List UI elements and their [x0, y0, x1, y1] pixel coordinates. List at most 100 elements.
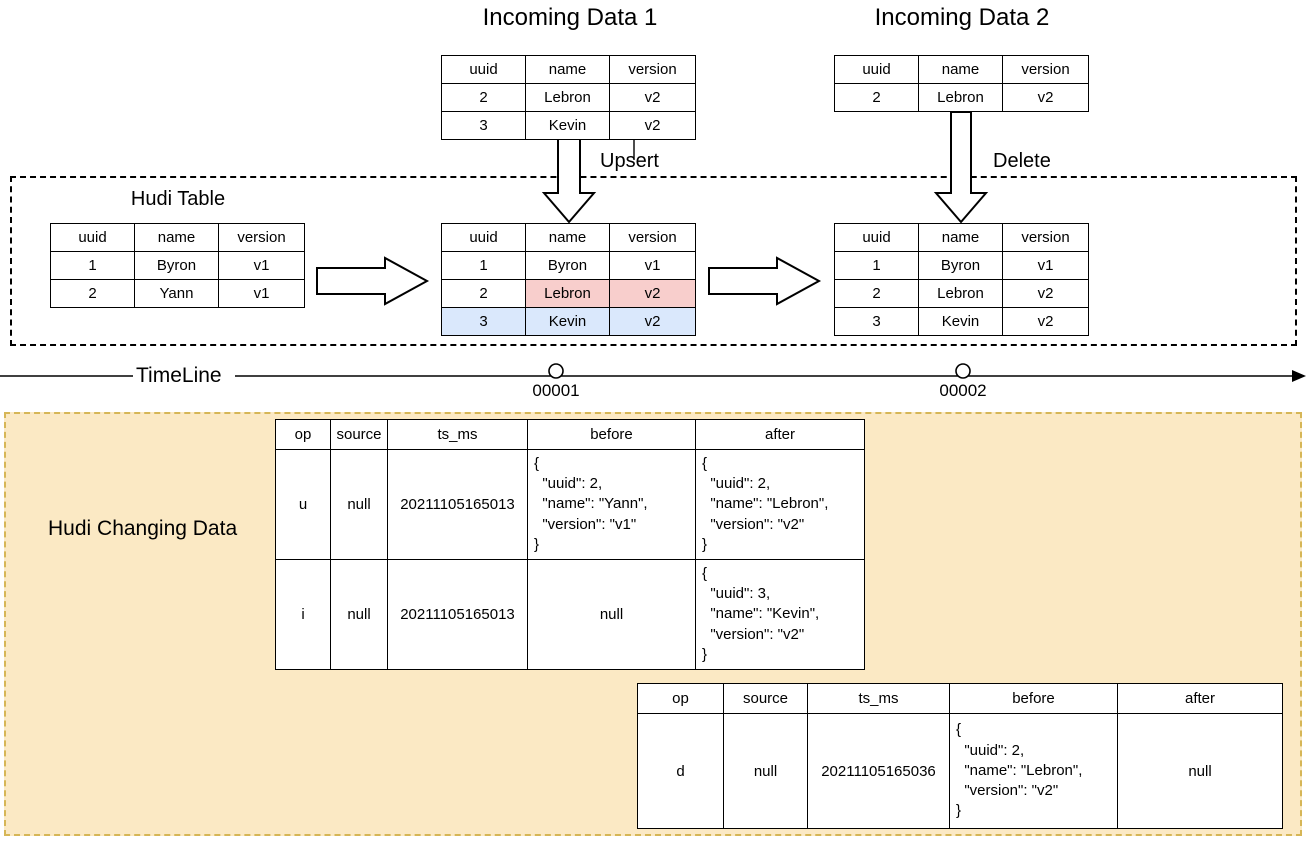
col-uuid: uuid — [441, 223, 526, 252]
cell-version: v1 — [1002, 251, 1089, 280]
cell-op: i — [275, 559, 331, 670]
cell-name: Kevin — [525, 307, 610, 336]
cell-source: null — [723, 713, 808, 829]
table-row-deleted: 2 Lebron v2 — [834, 279, 1089, 308]
cell-uuid: 3 — [441, 111, 526, 140]
cell-name: Kevin — [918, 307, 1003, 336]
hudi-table-initial: uuid name version 1 Byron v1 2 Yann v1 — [50, 223, 305, 308]
col-version: version — [1002, 55, 1089, 84]
table-row: 3 Kevin v2 — [441, 111, 696, 140]
col-ts-ms: ts_ms — [387, 419, 528, 450]
cell-version: v2 — [609, 111, 696, 140]
col-version: version — [609, 55, 696, 84]
table-row: d null 20211105165036 { "uuid": 2, "name… — [637, 713, 1283, 829]
cell-uuid: 2 — [441, 83, 526, 112]
col-version: version — [218, 223, 305, 252]
col-uuid: uuid — [441, 55, 526, 84]
delete-label: Delete — [993, 150, 1051, 172]
cell-version: v2 — [1002, 83, 1089, 112]
timeline-tick-label-00001: 00001 — [532, 381, 580, 400]
col-source: source — [723, 683, 808, 714]
col-ts-ms: ts_ms — [807, 683, 950, 714]
col-version: version — [1002, 223, 1089, 252]
cell-name: Byron — [918, 251, 1003, 280]
cell-name: Lebron — [918, 83, 1003, 112]
cell-version: v2 — [609, 83, 696, 112]
upsert-label: Upsert — [600, 150, 659, 172]
timeline-tick-label-00002: 00002 — [939, 381, 987, 400]
cell-name: Lebron — [525, 83, 610, 112]
cell-before: { "uuid": 2, "name": "Lebron", "version"… — [949, 713, 1118, 829]
cell-uuid: 3 — [441, 307, 526, 336]
incoming-data-1-table-wrap: uuid name version 2 Lebron v2 3 Kevin v2 — [441, 55, 696, 140]
cell-name: Lebron — [525, 279, 610, 308]
hudi-table-title: Hudi Table — [130, 188, 226, 210]
hudi-table-after-delete: uuid name version 1 Byron v1 2 Lebron v2… — [834, 223, 1089, 336]
col-op: op — [637, 683, 724, 714]
col-name: name — [918, 223, 1003, 252]
table-row: u null 20211105165013 { "uuid": 2, "name… — [275, 449, 865, 560]
col-uuid: uuid — [834, 55, 919, 84]
cell-version: v2 — [1002, 307, 1089, 336]
cell-source: null — [330, 559, 388, 670]
col-op: op — [275, 419, 331, 450]
cell-version: v2 — [609, 307, 696, 336]
col-uuid: uuid — [50, 223, 135, 252]
cell-after: { "uuid": 3, "name": "Kevin", "version":… — [695, 559, 865, 670]
cdc-table-1-wrap: op source ts_ms before after u null 2021… — [275, 419, 865, 670]
incoming-data-2-table: uuid name version 2 Lebron v2 — [834, 55, 1089, 112]
cell-uuid: 2 — [50, 279, 135, 308]
col-source: source — [330, 419, 388, 450]
col-version: version — [609, 223, 696, 252]
hudi-table-after-upsert: uuid name version 1 Byron v1 2 Lebron v2… — [441, 223, 696, 336]
timeline-tick-00001 — [548, 363, 564, 379]
table-row: 1 Byron v1 — [441, 251, 696, 280]
incoming-data-2-title: Incoming Data 2 — [874, 4, 1050, 31]
cell-after: { "uuid": 2, "name": "Lebron", "version"… — [695, 449, 865, 560]
cell-uuid: 2 — [834, 83, 919, 112]
table-row: 1 Byron v1 — [50, 251, 305, 280]
cell-uuid: 3 — [834, 307, 919, 336]
hudi-table-stage-box — [10, 176, 1297, 346]
col-uuid: uuid — [834, 223, 919, 252]
cell-uuid: 1 — [834, 251, 919, 280]
table-row: 2 Lebron v2 — [834, 83, 1089, 112]
cell-name: Lebron — [918, 279, 1003, 308]
col-name: name — [134, 223, 219, 252]
hudi-table-after-upsert-wrap: uuid name version 1 Byron v1 2 Lebron v2… — [441, 223, 696, 336]
table-header-row: uuid name version — [441, 55, 696, 84]
cell-source: null — [330, 449, 388, 560]
cell-uuid: 2 — [834, 279, 919, 308]
cell-version: v2 — [1002, 279, 1089, 308]
changing-data-label: Hudi Changing Data — [48, 517, 238, 540]
incoming-data-1-table: uuid name version 2 Lebron v2 3 Kevin v2 — [441, 55, 696, 140]
table-row-inserted: 3 Kevin v2 — [441, 307, 696, 336]
table-row-updated: 2 Lebron v2 — [441, 279, 696, 308]
cell-uuid: 2 — [441, 279, 526, 308]
cell-version: v2 — [609, 279, 696, 308]
table-row: 2 Lebron v2 — [441, 83, 696, 112]
incoming-data-2-table-wrap: uuid name version 2 Lebron v2 — [834, 55, 1089, 112]
cell-ts-ms: 20211105165013 — [387, 449, 528, 560]
cell-before: null — [527, 559, 696, 670]
table-header-row: uuid name version — [834, 223, 1089, 252]
table-header-row: uuid name version — [50, 223, 305, 252]
cell-ts-ms: 20211105165013 — [387, 559, 528, 670]
cdc-table-2: op source ts_ms before after d null 2021… — [637, 683, 1283, 829]
table-header-row: op source ts_ms before after — [275, 419, 865, 450]
col-name: name — [918, 55, 1003, 84]
hudi-table-initial-wrap: uuid name version 1 Byron v1 2 Yann v1 — [50, 223, 305, 308]
hudi-table-after-delete-wrap: uuid name version 1 Byron v1 2 Lebron v2… — [834, 223, 1089, 336]
cell-after: null — [1117, 713, 1283, 829]
cell-name: Yann — [134, 279, 219, 308]
cell-op: d — [637, 713, 724, 829]
cell-name: Byron — [134, 251, 219, 280]
table-header-row: op source ts_ms before after — [637, 683, 1283, 714]
timeline-tick-00002 — [955, 363, 971, 379]
cell-before: { "uuid": 2, "name": "Yann", "version": … — [527, 449, 696, 560]
cell-version: v1 — [218, 251, 305, 280]
col-after: after — [1117, 683, 1283, 714]
cell-uuid: 1 — [50, 251, 135, 280]
cell-version: v1 — [218, 279, 305, 308]
incoming-data-1-title: Incoming Data 1 — [482, 4, 658, 31]
